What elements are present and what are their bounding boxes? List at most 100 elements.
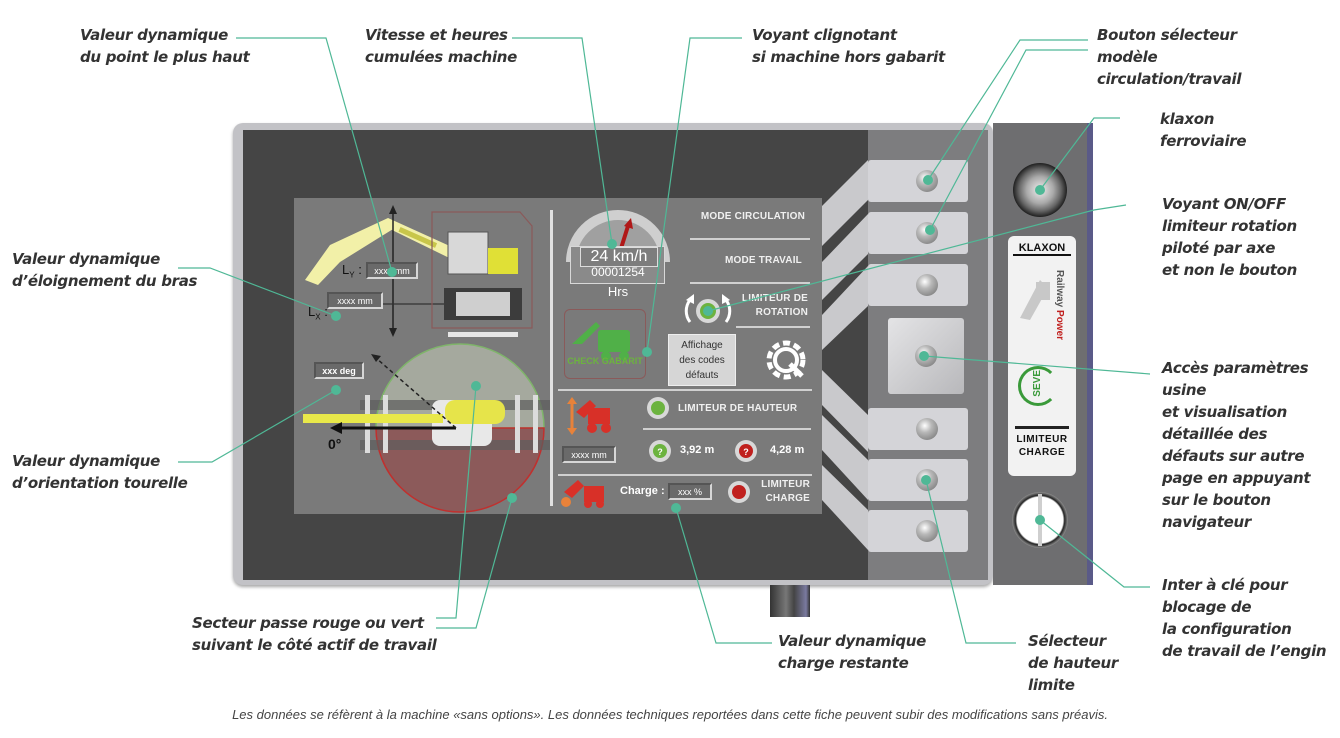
fault-codes-line1: Affichage (681, 340, 723, 351)
callout-line: Bouton sélecteur (1097, 26, 1237, 44)
callout-dot (919, 351, 929, 361)
button-knob (916, 520, 938, 542)
brand-line2: Power (1054, 310, 1065, 341)
charge-limiter-button[interactable] (868, 510, 968, 552)
callout-dot (471, 381, 481, 391)
zero-degree-label: 0° (328, 436, 342, 452)
klaxon-label: KLAXON (1013, 242, 1071, 256)
callout-line: Voyant clignotant (752, 26, 897, 44)
callout-line: cumulées machine (365, 48, 518, 66)
callout-line: d’orientation tourelle (12, 474, 188, 492)
callout-line: modèle (1097, 48, 1158, 66)
charge-limiter-line2: CHARGE (765, 493, 810, 504)
callout-line: Vitesse et heures (365, 26, 508, 44)
ly-label: LY : (342, 262, 362, 280)
hours-unit: Hrs (607, 284, 629, 299)
divider (690, 282, 810, 284)
footer-disclaimer: Les données se réfèrent à la machine «sa… (232, 707, 1108, 722)
limiteur-line1: LIMITEUR (1016, 434, 1068, 445)
divider (690, 238, 810, 240)
callout-line: d’éloignement du bras (12, 272, 198, 290)
button-knob (916, 274, 938, 296)
callout-line: si machine hors gabarit (752, 48, 945, 66)
callout-line: charge restante (778, 654, 909, 672)
mode-circulation-button[interactable] (868, 160, 968, 202)
callout-dot (607, 239, 617, 249)
seve-logo-text: SEVE (1032, 370, 1043, 397)
callout-height-selector: Sélecteur de hauteur limite (1028, 630, 1118, 696)
callout-dot (331, 311, 341, 321)
callout-line: et visualisation (1162, 403, 1288, 421)
cable-connector (770, 585, 810, 617)
height-preset-button-2[interactable] (868, 459, 968, 501)
callout-line: sur le bouton (1162, 491, 1271, 509)
callout-line: Voyant ON/OFF (1162, 195, 1286, 213)
callout-gauge-warning: Voyant clignotant si machine hors gabari… (752, 24, 945, 68)
callout-line: piloté par axe (1162, 239, 1276, 257)
callout-line: Valeur dynamique (778, 632, 927, 650)
divider (736, 326, 810, 328)
fault-codes-button[interactable]: Affichage des codes défauts (668, 334, 736, 386)
callout-line: ferroviaire (1160, 132, 1247, 150)
lx-label: LX : (308, 304, 328, 322)
button-knob (916, 418, 938, 440)
callout-line: détaillée des (1162, 425, 1268, 443)
callout-dot (925, 225, 935, 235)
height-preset-button-1[interactable] (868, 408, 968, 450)
callout-rail-horn: klaxon ferroviaire (1160, 108, 1247, 152)
check-gabarit-label: CHECK GABARIT (567, 356, 643, 366)
height-limiter-label: LIMITEUR DE HAUTEUR (678, 403, 798, 414)
callout-dot (642, 347, 652, 357)
brand-line1: Railway (1054, 270, 1065, 308)
callout-line: de travail de l’engin (1162, 642, 1327, 660)
callout-dot (703, 306, 713, 316)
callout-line: klaxon (1160, 110, 1215, 128)
display-screen (294, 198, 822, 514)
callout-line: Sélecteur (1028, 632, 1106, 650)
callout-dot (921, 475, 931, 485)
mode-circulation-label: MODE CIRCULATION (700, 211, 805, 222)
callout-factory-settings: Accès paramètres usine et visualisation … (1162, 357, 1311, 533)
height-low-value: 3,92 m (680, 444, 715, 456)
callout-line: Secteur passe rouge ou vert (192, 614, 424, 632)
hours-readout: 00001254 (591, 265, 645, 279)
divider (558, 474, 812, 476)
callout-turret-orientation: Valeur dynamique d’orientation tourelle (12, 450, 188, 494)
callout-line: la configuration (1162, 620, 1292, 638)
callout-dot (331, 385, 341, 395)
callout-line: et non le bouton (1162, 261, 1298, 279)
charge-label: Charge : (620, 485, 665, 497)
callout-line: blocage de (1162, 598, 1252, 616)
callout-line: page en appuyant (1162, 469, 1311, 487)
speed-readout: 24 km/h (580, 247, 658, 267)
callout-line: usine (1162, 381, 1207, 399)
callout-line: navigateur (1162, 513, 1251, 531)
callout-remaining-load: Valeur dynamique charge restante (778, 630, 926, 674)
rotation-limiter-button[interactable] (868, 264, 968, 306)
height-value-box: xxxx mm (562, 446, 616, 463)
lx-subscript: X (315, 312, 321, 322)
callout-line: circulation/travail (1097, 70, 1242, 88)
callout-line: du point le plus haut (80, 48, 250, 66)
rotation-limiter-line1: LIMITEUR DE (741, 293, 808, 304)
limiteur-charge-label: LIMITEUR CHARGE (1015, 426, 1069, 459)
callout-speed-hours: Vitesse et heures cumulées machine (365, 24, 517, 68)
charge-value-box: xxx % (668, 483, 712, 500)
callout-line: limiteur rotation (1162, 217, 1297, 235)
callout-dot (923, 175, 933, 185)
callout-line: défauts sur autre (1162, 447, 1305, 465)
callout-line: Valeur dynamique (12, 250, 161, 268)
limiteur-line2: CHARGE (1018, 447, 1066, 458)
callout-mode-selector: Bouton sélecteur modèle circulation/trav… (1097, 24, 1242, 90)
callout-line: suivant le côté actif de travail (192, 636, 437, 654)
divider (558, 389, 812, 391)
brand-railway-power: Railway Power (1054, 270, 1065, 340)
height-high-value: 4,28 m (770, 444, 805, 456)
divider (643, 428, 811, 430)
callout-line: Valeur dynamique (12, 452, 161, 470)
callout-key-switch: Inter à clé pour blocage de la configura… (1162, 574, 1327, 662)
mode-travail-button[interactable] (868, 212, 968, 254)
callout-dot (1035, 515, 1045, 525)
